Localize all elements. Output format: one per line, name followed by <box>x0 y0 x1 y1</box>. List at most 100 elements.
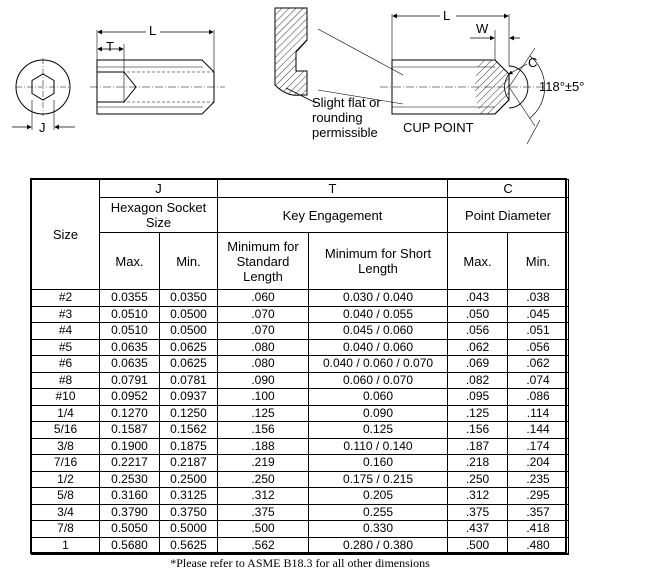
cell-c-max: .375 <box>447 503 509 521</box>
footnote: *Please refer to ASME B18.3 for all othe… <box>170 556 430 570</box>
cell-c-min: .418 <box>507 520 570 538</box>
cell-t-standard: .100 <box>217 388 309 406</box>
dim-w: W <box>476 21 489 36</box>
cell-j-max: 0.0355 <box>99 289 160 307</box>
header-hex-socket: Hexagon Socket Size <box>99 197 218 233</box>
cell-t-standard: .156 <box>217 421 309 439</box>
header-c-min: Min. <box>507 232 570 290</box>
cell-size: 7/8 <box>31 520 100 538</box>
cell-c-min: .144 <box>507 421 570 439</box>
cell-c-max: .312 <box>447 487 509 505</box>
cell-j-min: 0.0937 <box>159 388 218 406</box>
cell-c-min: .038 <box>507 289 570 307</box>
angle-label: 118°±5° <box>539 79 585 94</box>
cell-c-max: .095 <box>447 388 509 406</box>
cell-size: #10 <box>31 388 100 406</box>
cell-j-max: 0.0952 <box>99 388 160 406</box>
cell-t-standard: .188 <box>217 437 309 455</box>
cell-t-standard: .080 <box>217 355 309 373</box>
cell-j-min: 0.0781 <box>159 371 218 389</box>
cell-j-min: 0.1562 <box>159 421 218 439</box>
cell-c-max: .250 <box>447 470 509 488</box>
cell-t-standard: .070 <box>217 305 309 323</box>
cell-c-min: .056 <box>507 338 570 356</box>
cell-c-min: .045 <box>507 305 570 323</box>
header-j-min: Min. <box>159 232 218 290</box>
cell-t-standard: .080 <box>217 338 309 356</box>
cell-c-min: .235 <box>507 470 570 488</box>
cell-j-max: 0.0635 <box>99 355 160 373</box>
cell-t-short: 0.160 <box>307 454 449 472</box>
header-j-max: Max. <box>99 232 160 290</box>
cell-c-min: .295 <box>507 487 570 505</box>
cell-j-max: 0.1900 <box>99 437 160 455</box>
cell-c-min: .074 <box>507 371 570 389</box>
cell-j-min: 0.2187 <box>159 454 218 472</box>
cell-j-max: 0.2530 <box>99 470 160 488</box>
cell-j-max: 0.0510 <box>99 322 160 340</box>
cell-t-short: 0.255 <box>307 503 449 521</box>
cell-c-max: .069 <box>447 355 509 373</box>
cell-size: 3/8 <box>31 437 100 455</box>
cell-t-short: 0.060 / 0.070 <box>307 371 449 389</box>
header-t-standard: Minimum for Standard Length <box>217 232 309 290</box>
cell-c-min: .051 <box>507 322 570 340</box>
cell-t-short: 0.110 / 0.140 <box>307 437 449 455</box>
cell-c-max: .062 <box>447 338 509 356</box>
cell-c-min: .062 <box>507 355 570 373</box>
cell-c-max: .082 <box>447 371 509 389</box>
cell-size: 1/4 <box>31 404 100 422</box>
cell-c-max: .056 <box>447 322 509 340</box>
cell-t-short: 0.030 / 0.040 <box>307 289 449 307</box>
cell-j-max: 0.0635 <box>99 338 160 356</box>
cell-j-max: 0.1587 <box>99 421 160 439</box>
cell-t-short: 0.090 <box>307 404 449 422</box>
table-header-row: Hexagon Socket Size Key Engagement Point… <box>32 197 570 233</box>
cell-t-standard: .562 <box>217 536 309 555</box>
cell-t-standard: .312 <box>217 487 309 505</box>
header-t-short: Minimum for Short Length <box>307 232 449 290</box>
cell-j-min: 0.0625 <box>159 338 218 356</box>
cell-j-max: 0.3160 <box>99 487 160 505</box>
table-header-row: Size J T C <box>31 179 570 290</box>
cell-j-max: 0.1270 <box>99 404 160 422</box>
cell-size: #3 <box>31 305 100 323</box>
cell-size: #5 <box>31 338 100 356</box>
cell-j-min: 0.5000 <box>159 520 218 538</box>
end-view <box>12 58 75 130</box>
cell-j-max: 0.0510 <box>99 305 160 323</box>
dim-j: J <box>39 120 46 135</box>
cell-t-standard: .500 <box>217 520 309 538</box>
cell-c-max: .218 <box>447 454 509 472</box>
cell-c-max: .043 <box>447 289 509 307</box>
cell-size: #2 <box>31 289 100 307</box>
cell-j-min: 0.3750 <box>159 503 218 521</box>
cell-size: #6 <box>31 355 100 373</box>
cell-t-short: 0.040 / 0.055 <box>307 305 449 323</box>
cell-j-max: 0.2217 <box>99 454 160 472</box>
cell-size: 1 <box>31 536 100 555</box>
cell-t-short: 0.330 <box>307 520 449 538</box>
cell-c-max: .050 <box>447 305 509 323</box>
cell-c-max: .156 <box>447 421 509 439</box>
cell-t-standard: .060 <box>217 289 309 307</box>
cell-t-short: 0.045 / 0.060 <box>307 322 449 340</box>
cell-j-min: 0.1250 <box>159 404 218 422</box>
dim-t: T <box>106 39 114 54</box>
cell-c-min: .086 <box>507 388 570 406</box>
cell-t-standard: .125 <box>217 404 309 422</box>
dimensions-table: Size J T C Hexagon Socket Size Key Engag… <box>31 179 570 555</box>
cell-size: 7/16 <box>31 454 100 472</box>
header-j: J <box>99 179 218 198</box>
cell-size: #4 <box>31 322 100 340</box>
detail-view <box>274 7 404 105</box>
header-key-engagement: Key Engagement <box>216 197 449 233</box>
